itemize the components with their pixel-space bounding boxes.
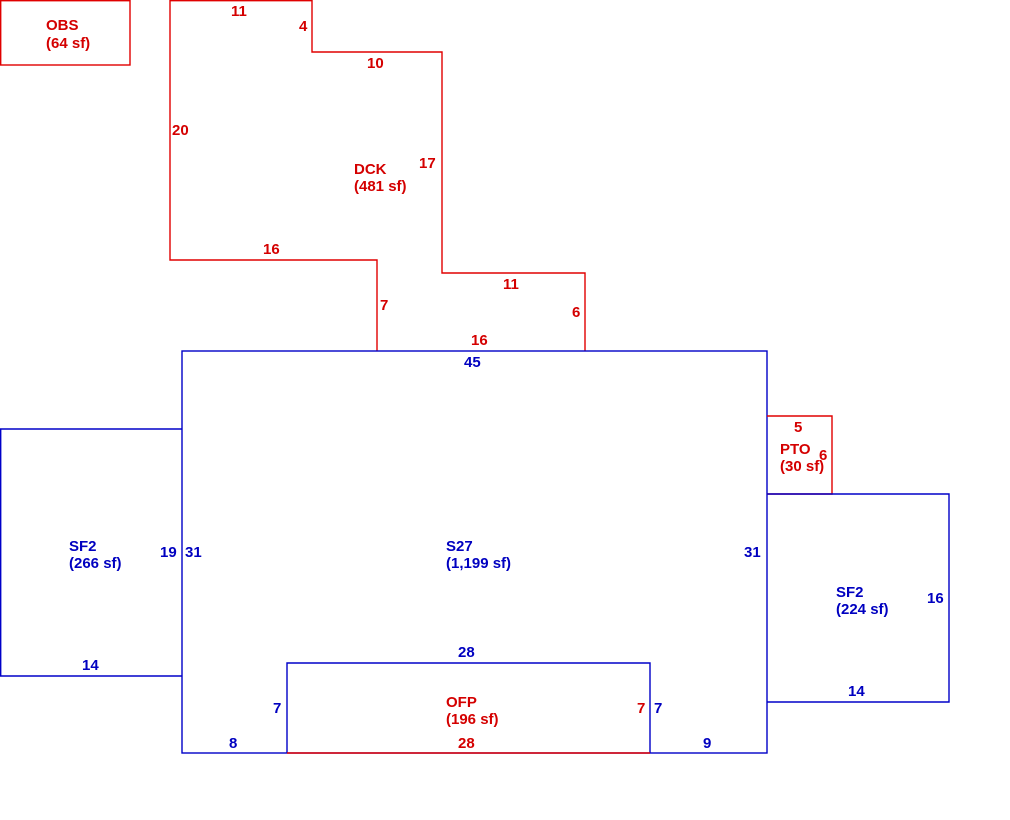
dck-dim-lower-right: 11 [503,276,519,293]
ofp-dim-left: 7 [273,700,281,717]
dck-dim-step-top: 10 [367,55,384,72]
s27-dim-left: 31 [185,544,202,561]
dck-code-label: DCK [354,161,387,178]
sf2-left-dim-side: 19 [160,544,177,561]
sf2-right-dim-side: 16 [927,590,944,607]
s27-dim-bottom-left: 8 [229,735,237,752]
dck-dim-top: 11 [231,3,247,20]
pto-dim-side: 6 [819,447,827,464]
pto-area: 5 PTO 6 (30 sf) [767,415,833,495]
dck-dim-step-vertical: 4 [299,18,308,35]
s27-dim-bottom-right: 9 [703,735,711,752]
sf2-right-code-label: SF2 [836,584,864,601]
ofp-dim-bottom: 28 [458,735,475,752]
ofp-area-label: (196 sf) [446,711,499,728]
obs-code-label: OBS [46,17,79,34]
dck-dim-bottom: 16 [471,332,488,349]
sf2-right-area: SF2 (224 sf) 16 14 [767,493,950,703]
ofp-area: 28 OFP (196 sf) 7 7 7 28 [273,644,662,754]
sf2-right-area-label: (224 sf) [836,601,889,618]
pto-code-label: PTO [780,441,811,458]
obs-area: OBS (64 sf) [0,0,131,66]
sf2-left-area: SF2 (266 sf) 19 14 [0,428,182,677]
obs-outline [0,0,131,66]
ofp-dim-right-blue: 7 [654,700,662,717]
sf2-right-outline [767,493,950,703]
s27-dim-right: 31 [744,544,761,561]
sf2-right-dim-bottom: 14 [848,683,865,700]
ofp-dim-right-red: 7 [637,700,645,717]
dck-area: DCK (481 sf) 11 4 10 20 17 16 11 7 6 16 [169,0,586,351]
sf2-left-outline [0,428,182,677]
dck-dim-left: 20 [172,122,189,139]
pto-dim-top: 5 [794,419,802,436]
pto-area-label: (30 sf) [780,458,824,475]
dck-dim-lower-left: 16 [263,241,280,258]
dck-outline [169,0,586,351]
sf2-left-dim-bottom: 14 [82,657,99,674]
dck-dim-right: 17 [419,155,436,172]
s27-code-label: S27 [446,538,473,555]
sf2-left-area-label: (266 sf) [69,555,122,572]
dck-area-label: (481 sf) [354,178,407,195]
ofp-outline-blue [286,662,651,753]
sf2-left-code-label: SF2 [69,538,97,555]
dck-dim-stem: 7 [380,297,388,314]
s27-area-label: (1,199 sf) [446,555,511,572]
dck-dim-right-stem: 6 [572,304,580,321]
obs-area-label: (64 sf) [46,35,90,52]
s27-dim-top: 45 [464,354,481,371]
s27-area: S27 (1,199 sf) 45 31 31 8 9 [181,350,768,754]
ofp-code-label: OFP [446,694,477,711]
s27-outline [181,350,768,754]
ofp-dim-top: 28 [458,644,475,661]
